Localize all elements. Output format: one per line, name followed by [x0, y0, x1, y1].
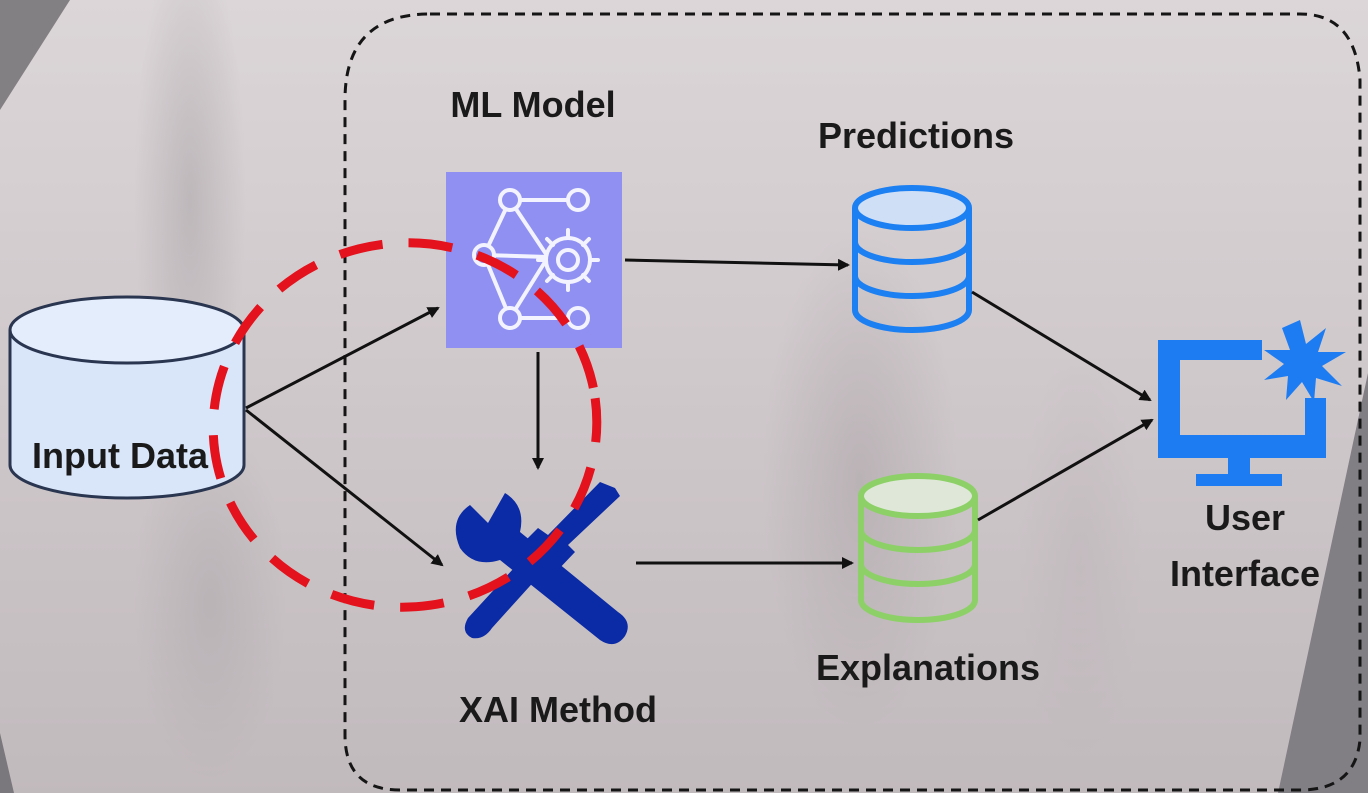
arrow-input-to-model	[245, 306, 440, 410]
arrow-input-to-xai	[245, 408, 444, 567]
user-interface-label-line2: Interface	[1170, 553, 1320, 594]
arrow-explanations-to-ui	[977, 418, 1154, 522]
input-data-label: Input Data	[32, 435, 209, 476]
database-cylinder-icon	[8, 295, 246, 500]
database-icon	[858, 473, 978, 623]
arrow-model-to-predictions	[624, 258, 850, 271]
predictions-label: Predictions	[818, 115, 1014, 156]
arrow-predictions-to-ui	[971, 290, 1152, 402]
xai-method-label: XAI Method	[459, 689, 657, 730]
database-icon	[852, 185, 972, 333]
ml-brain-gear-icon	[446, 172, 622, 348]
background-corner	[0, 733, 14, 793]
user-interface-label-line1: User	[1205, 497, 1285, 538]
ml-model-label: ML Model	[450, 84, 615, 125]
background-corner	[0, 0, 70, 110]
explanations-label: Explanations	[816, 647, 1040, 688]
monitor-icon	[1158, 320, 1346, 486]
wrench-screwdriver-icon	[455, 482, 628, 645]
highlight-circle	[208, 238, 602, 612]
